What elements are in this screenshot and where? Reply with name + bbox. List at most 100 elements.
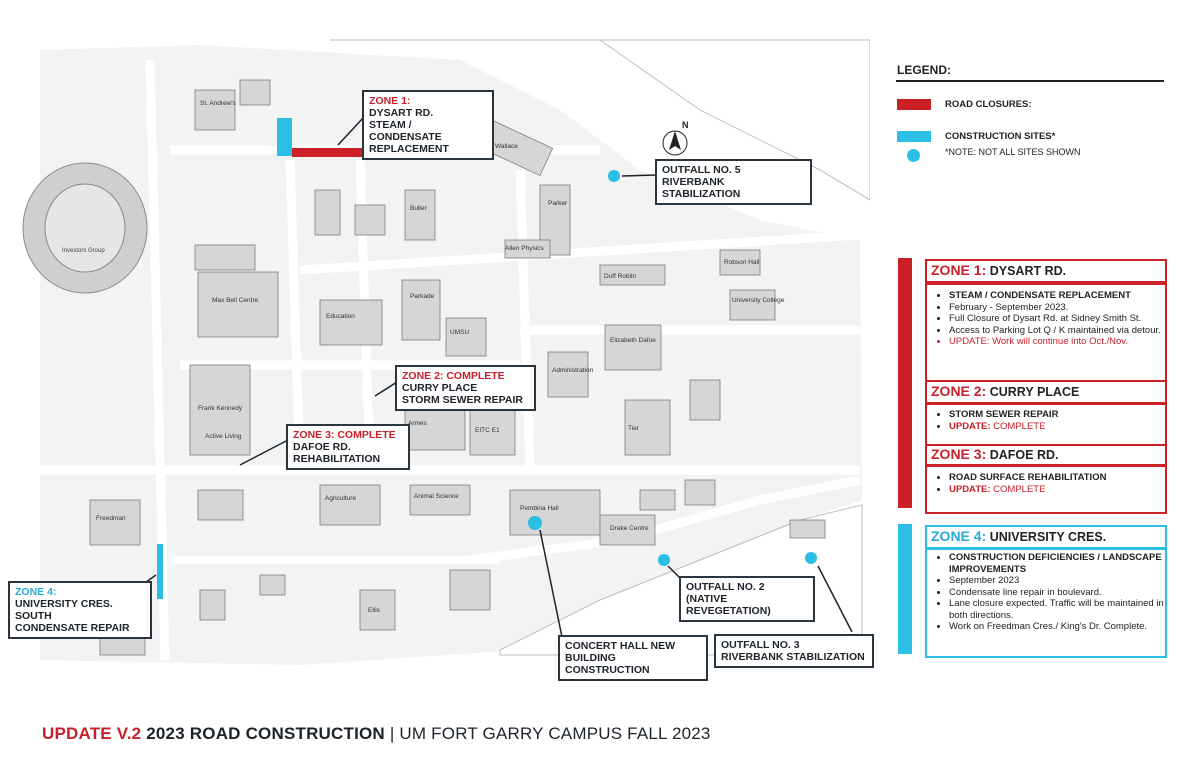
svg-text:UMSU: UMSU bbox=[450, 329, 469, 336]
road-closure-dysart bbox=[292, 148, 406, 157]
svg-text:Drake Centre: Drake Centre bbox=[610, 525, 649, 532]
zone4-body: CONSTRUCTION DEFICIENCIES / LANDSCAPE IM… bbox=[925, 548, 1167, 658]
stadium: Investors Group bbox=[22, 162, 148, 294]
svg-text:Elizabeth Dafoe: Elizabeth Dafoe bbox=[610, 337, 656, 344]
zone1-item-2: February - September 2023. bbox=[949, 302, 1165, 314]
zone2-body: STORM SEWER REPAIR UPDATE: COMPLETE bbox=[925, 403, 1167, 449]
zone4-item-3: Condensate line repair in boulevard. bbox=[949, 587, 1165, 599]
building-labels: Max Bell Centre Frank Kennedy Active Liv… bbox=[96, 100, 785, 614]
construction-site-zone4 bbox=[157, 544, 163, 599]
legend-road-closures: ROAD CLOSURES: bbox=[945, 99, 1032, 110]
zone4-header: ZONE 4: UNIVERSITY CRES. bbox=[925, 525, 1167, 549]
zone4-item-5: Work on Freedman Cres./ King's Dr. Compl… bbox=[949, 621, 1165, 633]
svg-text:Frank Kennedy: Frank Kennedy bbox=[198, 405, 243, 412]
legend-note: *NOTE: NOT ALL SITES SHOWN bbox=[945, 147, 1081, 157]
zone1-name: DYSART RD. bbox=[989, 264, 1067, 278]
svg-text:Armes: Armes bbox=[408, 420, 428, 427]
outfall3-site bbox=[805, 552, 817, 564]
zone1-header: ZONE 1: DYSART RD. bbox=[925, 259, 1167, 283]
river bbox=[330, 39, 870, 201]
callout-outfall5-line1: OUTFALL NO. 5 bbox=[662, 164, 741, 176]
callout-outfall3-line2: RIVERBANK STABILIZATION bbox=[721, 651, 865, 663]
zone1-body: STEAM / CONDENSATE REPLACEMENT February … bbox=[925, 283, 1167, 382]
zone2-update-label: UPDATE: bbox=[949, 420, 991, 432]
callout-zone1: ZONE 1: DYSART RD. STEAM / CONDENSATE RE… bbox=[362, 90, 494, 160]
callout-zone1-line2: STEAM / CONDENSATE bbox=[369, 119, 442, 143]
legend-construction-dot bbox=[907, 149, 920, 162]
callout-zone4-line1: UNIVERSITY CRES. SOUTH bbox=[15, 598, 113, 622]
footer-update: UPDATE V.2 bbox=[42, 724, 142, 743]
svg-text:Buller: Buller bbox=[410, 205, 427, 212]
callout-outfall2-line1: OUTFALL NO. 2 bbox=[686, 581, 765, 593]
callout-zone1-title: ZONE 1: bbox=[369, 95, 411, 107]
svg-text:Investors Group: Investors Group bbox=[62, 248, 105, 254]
footer-title: 2023 ROAD CONSTRUCTION bbox=[146, 724, 385, 743]
svg-text:Max Bell Centre: Max Bell Centre bbox=[212, 297, 259, 304]
callout-concert-hall: CONCERT HALL NEW BUILDING CONSTRUCTION bbox=[558, 635, 708, 681]
leader-lines bbox=[141, 117, 853, 638]
zone2-item-1: STORM SEWER REPAIR bbox=[949, 409, 1165, 421]
zone1-item-5: UPDATE: Work will continue into Oct./Nov… bbox=[949, 336, 1165, 348]
zone3-update-status: COMPLETE bbox=[993, 483, 1046, 495]
concert-hall-site bbox=[528, 516, 542, 530]
zone3-name: DAFOE RD. bbox=[989, 448, 1059, 462]
page-footer-title: UPDATE V.2 2023 ROAD CONSTRUCTION | UM F… bbox=[42, 724, 711, 744]
zone4-item-1: CONSTRUCTION DEFICIENCIES / LANDSCAPE IM… bbox=[949, 552, 1165, 575]
svg-text:Wallace: Wallace bbox=[495, 143, 518, 150]
svg-text:Freedman: Freedman bbox=[96, 515, 126, 522]
outfall5-site bbox=[608, 170, 620, 182]
callout-outfall3: OUTFALL NO. 3 RIVERBANK STABILIZATION bbox=[714, 634, 874, 668]
svg-text:Agriculture: Agriculture bbox=[325, 495, 356, 502]
zone4-label: ZONE 4: bbox=[931, 528, 987, 544]
callout-zone4: ZONE 4: UNIVERSITY CRES. SOUTH CONDENSAT… bbox=[8, 581, 152, 639]
footer-subtitle: UM FORT GARRY CAMPUS FALL 2023 bbox=[399, 724, 711, 743]
zone3-update-label: UPDATE: bbox=[949, 483, 991, 495]
zone-red-bar bbox=[898, 258, 912, 508]
zone3-body: ROAD SURFACE REHABILITATION UPDATE: COMP… bbox=[925, 465, 1167, 514]
zone4-item-4: Lane closure expected. Traffic will be m… bbox=[949, 598, 1165, 621]
svg-text:Tier: Tier bbox=[628, 425, 640, 432]
callout-concert-line2: BUILDING CONSTRUCTION bbox=[565, 652, 650, 676]
callout-zone2-line2: STORM SEWER REPAIR bbox=[402, 394, 523, 406]
zone2-name: CURRY PLACE bbox=[989, 385, 1080, 399]
legend-divider bbox=[896, 80, 1164, 82]
zone4-item-2: September 2023 bbox=[949, 575, 1165, 587]
callout-zone2-line1: CURRY PLACE bbox=[402, 382, 478, 394]
footer-separator: | bbox=[389, 724, 395, 743]
legend-construction-sites: CONSTRUCTION SITES* bbox=[945, 131, 1056, 142]
callout-outfall5: OUTFALL NO. 5 RIVERBANK STABILIZATION bbox=[655, 159, 812, 205]
outfall2-site bbox=[658, 554, 670, 566]
zone1-item-4: Access to Parking Lot Q / K maintained v… bbox=[949, 325, 1165, 337]
zone2-header: ZONE 2: CURRY PLACE bbox=[925, 380, 1167, 404]
svg-text:Ellis: Ellis bbox=[368, 607, 381, 614]
construction-site-zone1 bbox=[277, 118, 292, 156]
north-label: N bbox=[682, 120, 689, 130]
callout-zone1-line3: REPLACEMENT bbox=[369, 143, 449, 155]
svg-text:St. Andrew's: St. Andrew's bbox=[200, 100, 237, 107]
zone2-update-status: COMPLETE bbox=[993, 420, 1046, 432]
svg-text:Parker: Parker bbox=[548, 200, 568, 207]
callout-zone3-title: ZONE 3: COMPLETE bbox=[293, 429, 396, 441]
svg-text:Parkade: Parkade bbox=[410, 293, 435, 300]
callout-outfall3-line1: OUTFALL NO. 3 bbox=[721, 639, 800, 651]
svg-text:Robson Hall: Robson Hall bbox=[724, 259, 760, 266]
legend-construction-swatch bbox=[897, 131, 931, 142]
callout-zone3: ZONE 3: COMPLETE DAFOE RD. REHABILITATIO… bbox=[286, 424, 410, 470]
callout-zone2: ZONE 2: COMPLETE CURRY PLACE STORM SEWER… bbox=[395, 365, 536, 411]
svg-text:Allen Physics: Allen Physics bbox=[505, 245, 544, 252]
callout-outfall2: OUTFALL NO. 2 (NATIVE REVEGETATION) bbox=[679, 576, 815, 622]
callout-zone4-title: ZONE 4: bbox=[15, 586, 57, 598]
zone3-item-1: ROAD SURFACE REHABILITATION bbox=[949, 472, 1165, 484]
zone1-item-3: Full Closure of Dysart Rd. at Sidney Smi… bbox=[949, 313, 1165, 325]
svg-text:Duff Roblin: Duff Roblin bbox=[604, 273, 636, 280]
legend-title: LEGEND: bbox=[897, 63, 951, 77]
callout-outfall5-line2: RIVERBANK STABILIZATION bbox=[662, 176, 741, 200]
callout-zone4-line2: CONDENSATE REPAIR bbox=[15, 622, 130, 634]
zone1-label: ZONE 1: bbox=[931, 262, 987, 278]
zone1-item-1: STEAM / CONDENSATE REPLACEMENT bbox=[949, 290, 1165, 302]
north-arrow: N bbox=[662, 120, 689, 156]
svg-text:EITC E1: EITC E1 bbox=[475, 427, 500, 434]
campus-buildings bbox=[89, 79, 826, 656]
legend-road-closure-swatch bbox=[897, 99, 931, 110]
svg-text:Active Living: Active Living bbox=[205, 433, 242, 440]
